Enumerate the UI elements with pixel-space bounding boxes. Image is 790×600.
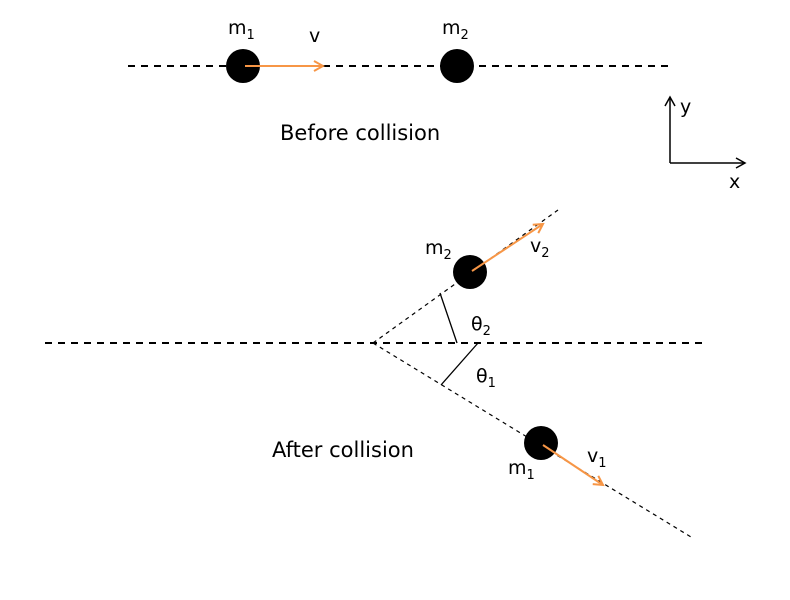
label-m2-before: m2 bbox=[442, 17, 469, 43]
after-caption: After collision bbox=[272, 438, 414, 462]
label-v2: v2 bbox=[530, 235, 550, 261]
after-collision-scene: m2 v2 θ2 θ1 m1 v1 After collision bbox=[45, 209, 703, 538]
coordinate-axes: y x bbox=[664, 95, 747, 193]
label-m1-before: m1 bbox=[228, 17, 255, 43]
label-m2-after: m2 bbox=[425, 237, 452, 263]
label-v1: v1 bbox=[587, 445, 607, 471]
y-axis-label: y bbox=[680, 96, 691, 118]
mass-m1-before bbox=[226, 49, 260, 83]
theta2-angle-marker bbox=[439, 292, 458, 344]
label-theta2: θ2 bbox=[471, 313, 491, 339]
label-m1-after: m1 bbox=[508, 457, 535, 483]
mass-m1-after bbox=[524, 426, 558, 460]
label-v-before: v bbox=[309, 25, 320, 47]
velocity-arrow-v1 bbox=[542, 444, 603, 485]
mass-m2-before bbox=[440, 49, 474, 83]
mass-m2-after bbox=[453, 255, 487, 289]
before-caption: Before collision bbox=[280, 121, 440, 145]
before-collision-scene: m1 v m2 Before collision bbox=[128, 17, 670, 145]
theta1-angle-marker bbox=[440, 342, 479, 386]
label-theta1: θ1 bbox=[476, 365, 496, 391]
x-axis-label: x bbox=[729, 171, 740, 193]
velocity-arrow-v2 bbox=[471, 224, 543, 272]
